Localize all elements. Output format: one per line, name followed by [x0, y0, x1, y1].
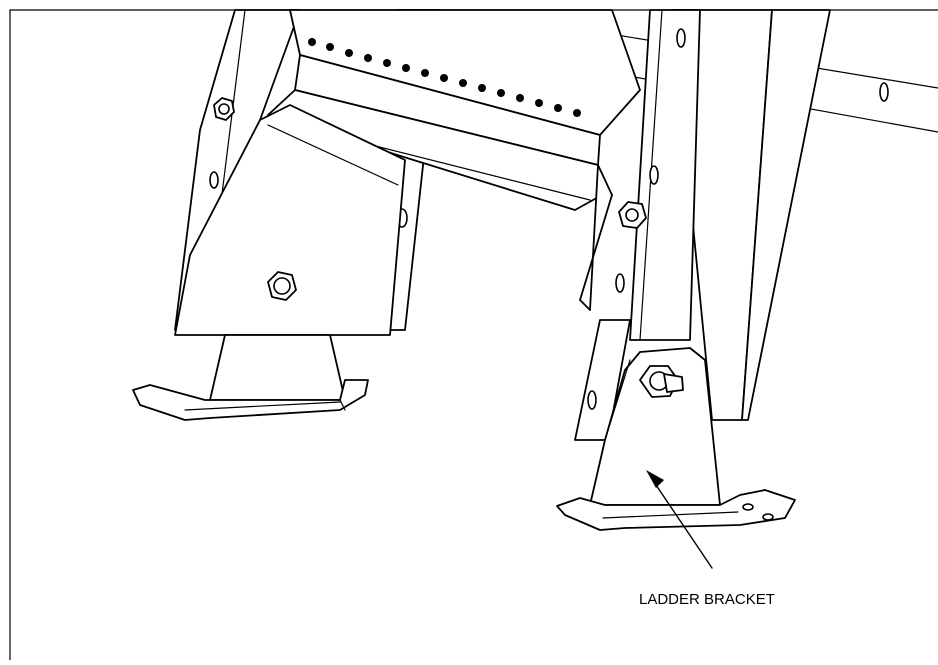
callout-label: LADDER BRACKET — [639, 591, 775, 608]
ladder-bracket — [556, 347, 796, 531]
left-foot-bracket — [132, 334, 369, 421]
right-rail-front — [579, 9, 701, 341]
left-front-plate — [174, 104, 406, 336]
callout-leader — [646, 470, 713, 569]
